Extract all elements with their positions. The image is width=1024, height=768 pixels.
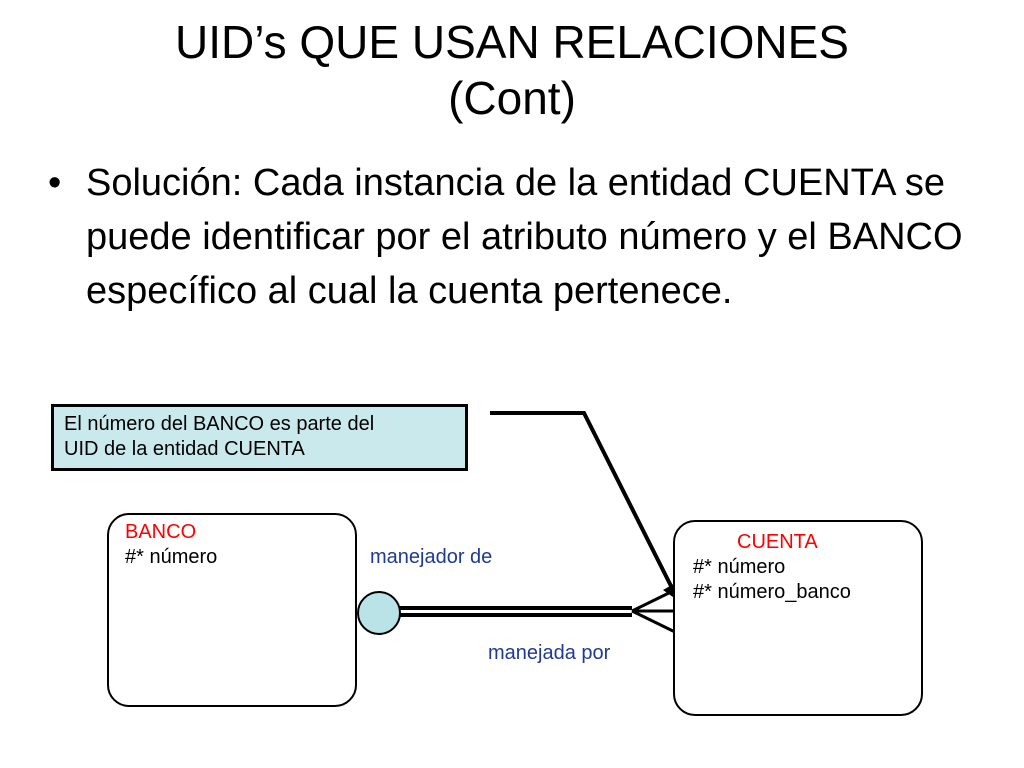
title-line-1: UID’s QUE USAN RELACIONES [175, 16, 849, 68]
bullet-marker: • [48, 162, 62, 204]
uid-note-box: El número del BANCO es parte del UID de … [51, 404, 468, 471]
crows-foot-bottom [631, 609, 676, 634]
entity-cuenta-attribute: #* número [693, 556, 786, 578]
relationship-label-backward: manejada por [488, 642, 611, 664]
callout-arrow-line [490, 411, 674, 589]
uid-relationship-circle [357, 591, 401, 635]
relationship-label-forward: manejador de [370, 546, 493, 568]
entity-banco-name: BANCO [125, 521, 197, 543]
title-line-2: (Cont) [448, 72, 576, 124]
entity-cuenta: CUENTA #* número #* número_banco [673, 520, 923, 716]
note-line-2: UID de la entidad CUENTA [64, 438, 305, 460]
note-line-1: El número del BANCO es parte del [64, 413, 375, 435]
crows-foot-top [631, 588, 676, 613]
slide-title: UID’s QUE USAN RELACIONES (Cont) [0, 14, 1024, 126]
entity-cuenta-attribute: #* número_banco [693, 581, 851, 603]
entity-banco-attribute: #* número [125, 546, 218, 568]
bullet-text: Solución: Cada instancia de la entidad C… [86, 162, 963, 312]
entity-banco: BANCO #* número [107, 513, 357, 707]
entity-cuenta-name: CUENTA [737, 531, 818, 553]
